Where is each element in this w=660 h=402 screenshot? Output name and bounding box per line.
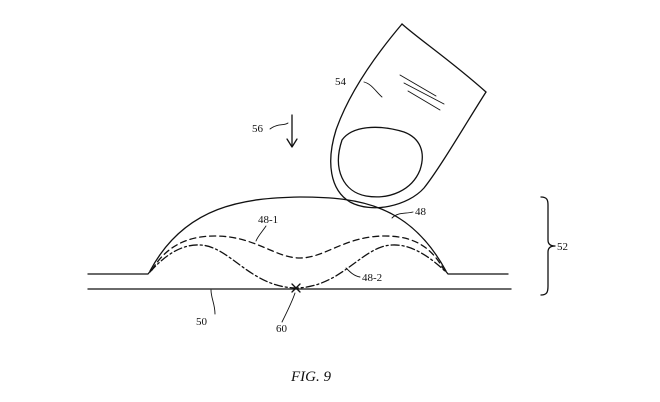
press-direction-arrow [286,114,298,148]
label-contact: 60 [276,323,288,335]
dome-48-2 [149,244,447,289]
label-dome-state-2: 48-2 [362,272,382,284]
dome-48 [149,196,447,272]
label-dome-state-1: 48-1 [258,214,278,226]
label-substrate: 50 [196,316,208,328]
label-finger: 54 [335,76,347,88]
figure-caption: FIG. 9 [290,369,331,385]
label-housing: 52 [557,241,568,253]
substrate [87,268,512,290]
contact-point-marker [291,283,301,293]
label-dome-outer: 48 [415,206,427,218]
finger-illustration [330,23,487,209]
label-direction: 56 [252,123,264,135]
housing-bracket [540,196,556,296]
dome-48-1 [151,235,445,271]
leader-lines [210,81,414,323]
